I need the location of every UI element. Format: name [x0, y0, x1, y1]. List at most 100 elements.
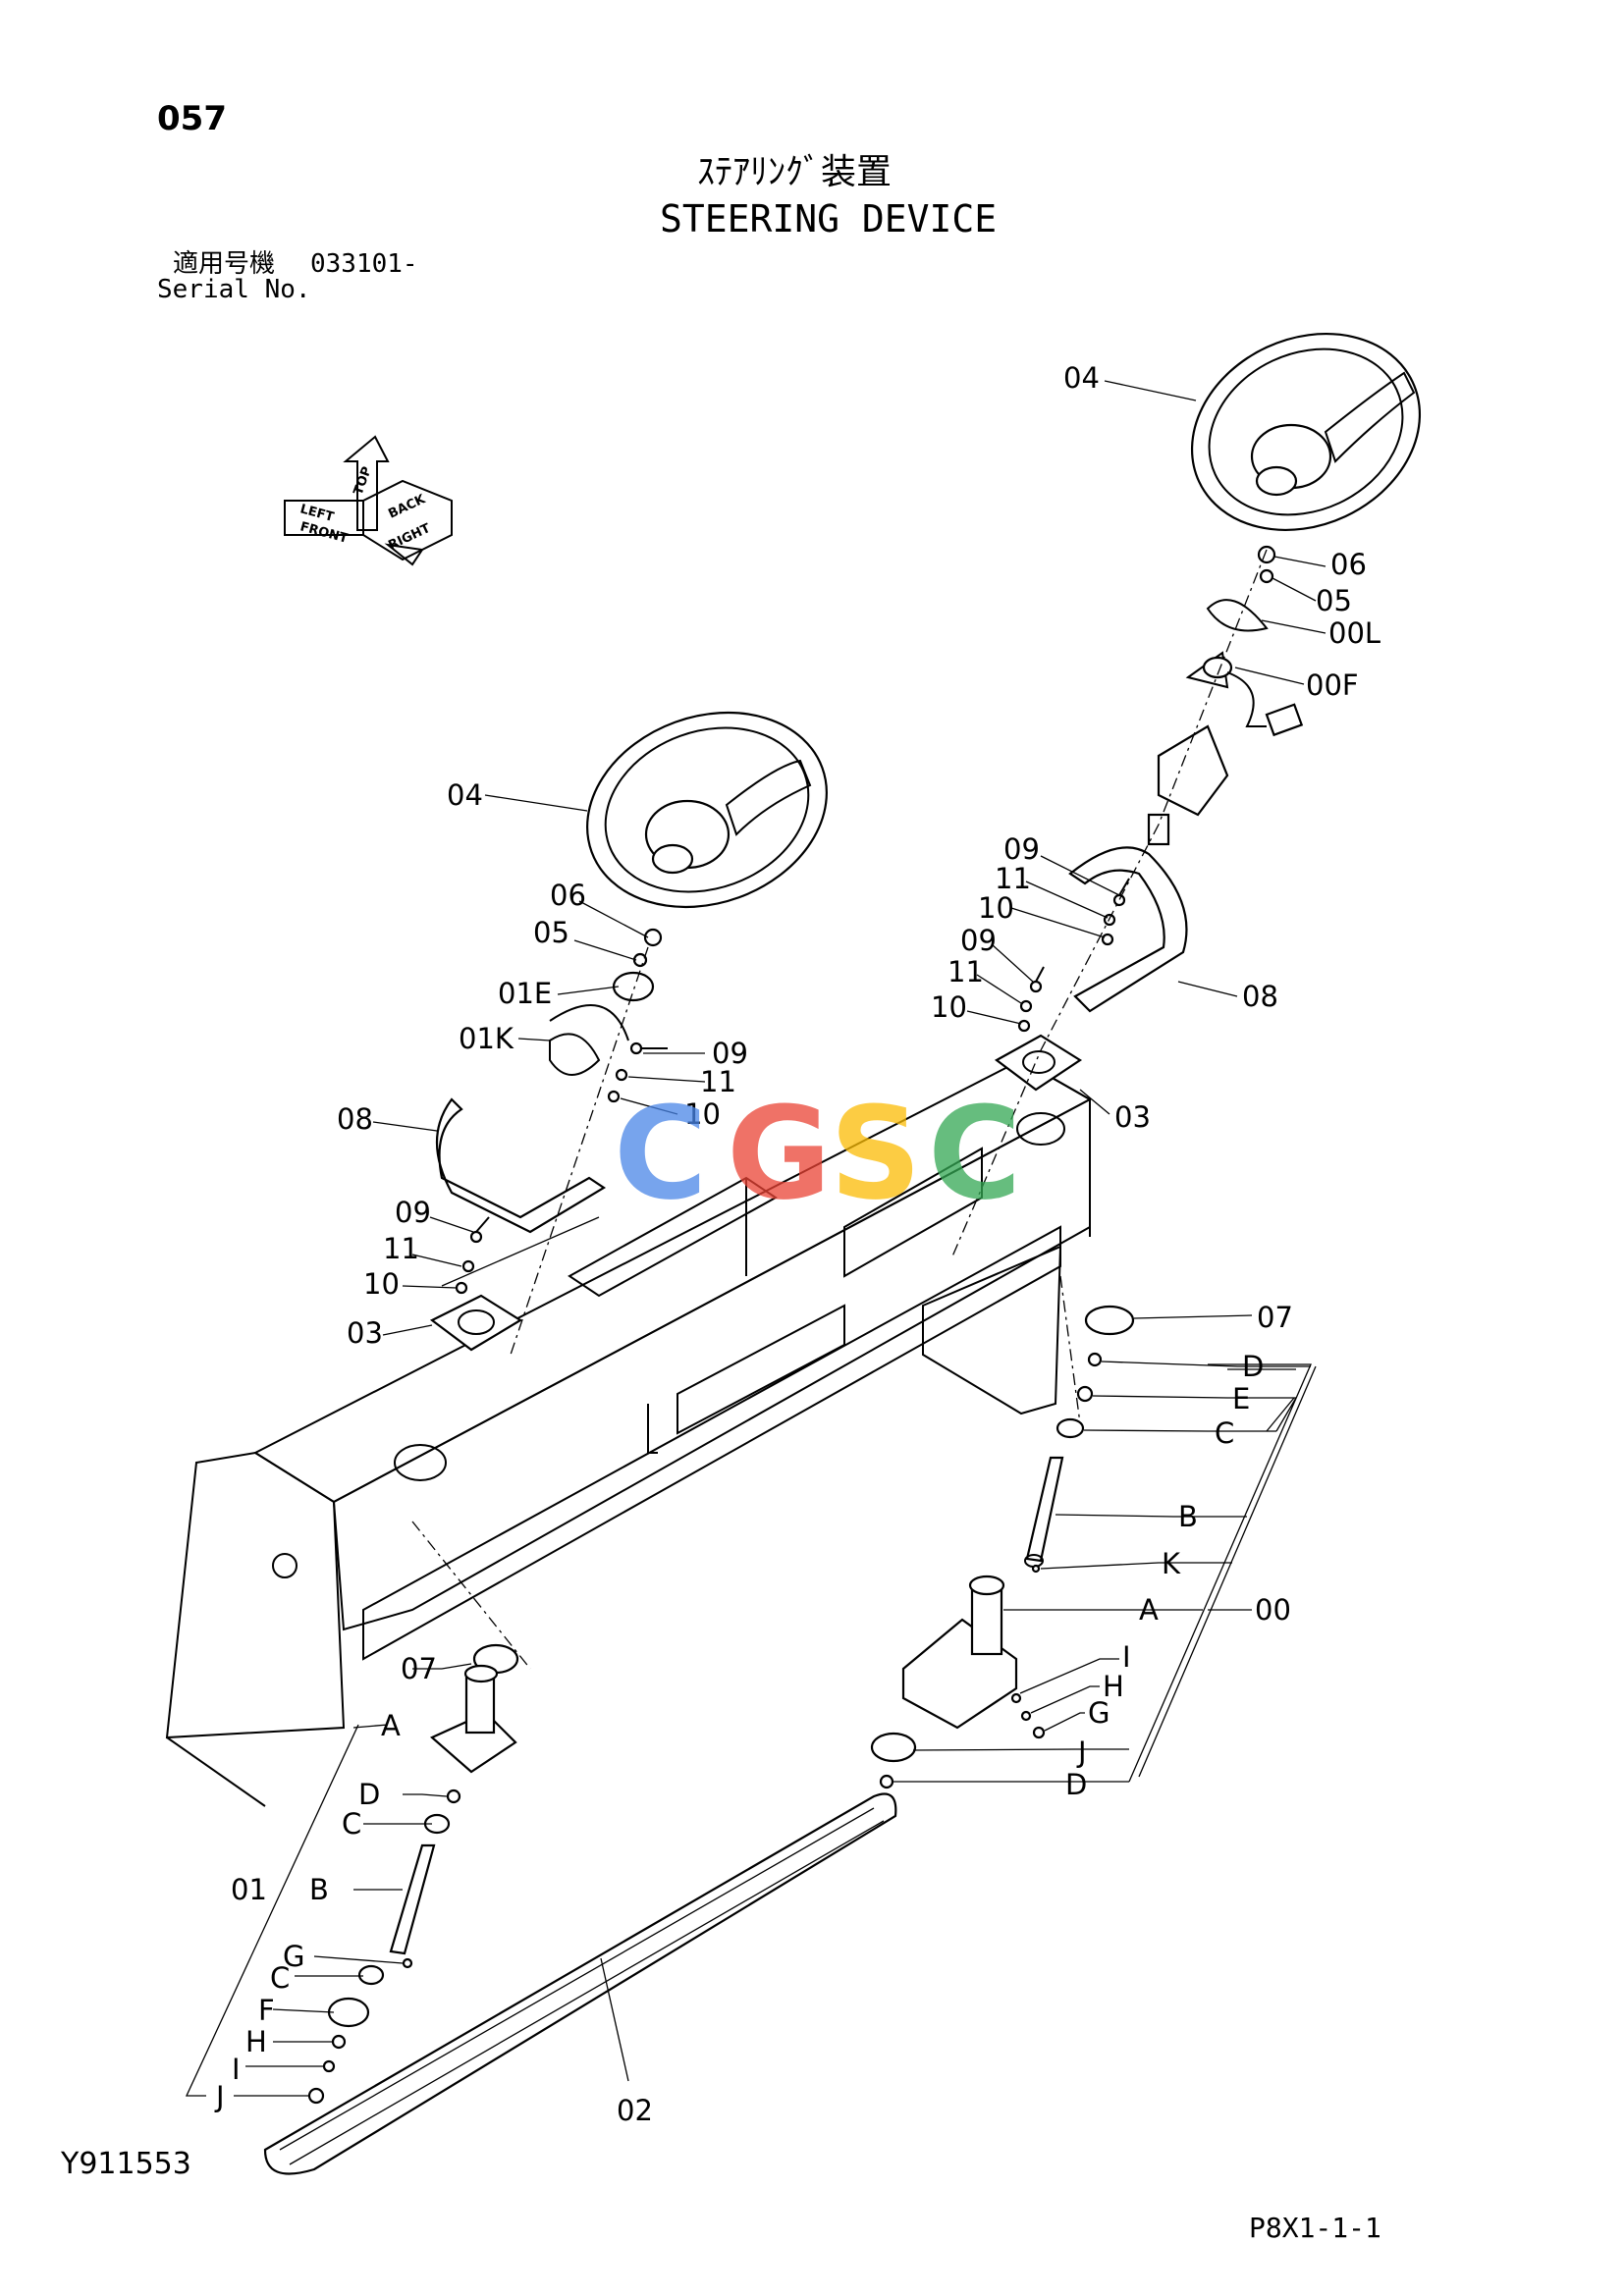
direction-front-label: FRONT — [298, 519, 350, 546]
callout-00: 00 — [1255, 1593, 1291, 1627]
shaft-b-left — [389, 1843, 436, 1955]
title-japanese: ｽﾃｱﾘﾝｸﾞ装置 — [697, 152, 893, 192]
key-k-right — [1031, 1564, 1041, 1574]
callout-d2-right: D — [1065, 1768, 1087, 1801]
callout-07-right: 07 — [1257, 1301, 1293, 1334]
washer-10-a — [607, 1090, 621, 1103]
callout-j-right: J — [1076, 1735, 1087, 1769]
switch-01E — [549, 971, 655, 1041]
callout-05-left: 05 — [533, 916, 569, 949]
direction-back-label: BACK — [386, 492, 428, 522]
washer-10-b — [455, 1281, 468, 1295]
mount-plate-03-left — [429, 1294, 523, 1352]
bearing-c2-left — [357, 1964, 385, 1986]
nut-j-left — [307, 2087, 325, 2105]
part-i-right — [1010, 1692, 1022, 1704]
callout-a-right: A — [1139, 1593, 1159, 1627]
callout-08-left: 08 — [337, 1102, 373, 1136]
callout-10-a: 10 — [684, 1097, 721, 1131]
callout-01: 01 — [231, 1873, 267, 1906]
console-housing — [165, 1058, 1093, 1807]
callout-09-c: 09 — [1003, 832, 1040, 866]
callout-11-a: 11 — [700, 1065, 736, 1098]
snap-ring-e-right — [1076, 1385, 1094, 1403]
serial-label: Serial No. — [157, 275, 311, 304]
bearing-c-right — [1056, 1417, 1085, 1439]
callout-d-left: D — [358, 1778, 380, 1811]
callout-09-d: 09 — [960, 924, 997, 957]
3d-orientation-arrows-icon: TOP FRONT RIGHT BACK LEFT — [284, 435, 453, 566]
washer-11-d — [1019, 999, 1033, 1013]
center-line-left-lower — [411, 1521, 531, 1670]
callout-10-d: 10 — [931, 990, 967, 1024]
washer-h-left — [331, 2034, 347, 2050]
watermark-letter-2: G — [727, 1079, 832, 1228]
cable-00L — [1206, 599, 1269, 632]
direction-top-label: TOP — [352, 465, 375, 498]
callout-07-left: 07 — [401, 1652, 437, 1685]
page-title: STEERING DEVICE — [660, 197, 998, 240]
callout-00F: 00F — [1306, 668, 1359, 702]
callout-09-b: 09 — [395, 1196, 431, 1229]
oring-07-right — [1084, 1305, 1135, 1336]
grab-bar-08-left — [436, 1097, 607, 1234]
washer-05-right — [1259, 568, 1274, 584]
callout-10-b: 10 — [363, 1267, 400, 1301]
callout-11-d: 11 — [947, 955, 984, 988]
callout-g-right: G — [1088, 1696, 1110, 1730]
key-g-left — [402, 1957, 413, 1969]
drive-chain-02 — [263, 1792, 897, 2175]
column-a-right — [901, 1575, 1018, 1730]
callout-01K: 01K — [459, 1022, 514, 1055]
snap-ring-d-right — [1087, 1352, 1103, 1367]
callout-11-c: 11 — [995, 862, 1031, 895]
sprocket-f-left — [327, 1997, 370, 2028]
callout-h-right: H — [1103, 1670, 1124, 1703]
drawing-code: Y911553 — [61, 2147, 191, 2181]
callout-04-left: 04 — [447, 778, 483, 812]
washer-10-d — [1017, 1019, 1031, 1033]
mount-plate-03-right — [994, 1034, 1083, 1092]
callout-j-left: J — [214, 2080, 225, 2113]
shaft-b-right — [1024, 1456, 1064, 1568]
callout-09-a: 09 — [712, 1037, 748, 1070]
callout-a-left: A — [381, 1709, 401, 1742]
callout-d-right: D — [1242, 1350, 1264, 1383]
horn-switch-00F — [1185, 651, 1304, 737]
nut-06-left — [643, 928, 663, 947]
washer-i-left — [322, 2059, 336, 2073]
callout-03-left: 03 — [347, 1316, 383, 1350]
callout-08-right: 08 — [1242, 980, 1278, 1013]
callout-g-left: G — [283, 1940, 304, 1973]
callout-e-right: E — [1232, 1382, 1250, 1415]
callout-02: 02 — [617, 2094, 653, 2127]
grab-bar-08-right — [1068, 846, 1188, 1013]
callout-i-left: I — [232, 2053, 241, 2086]
sprocket-j-right — [870, 1732, 917, 1763]
callout-i-right: I — [1122, 1640, 1131, 1674]
watermark-logo: C G S C — [614, 1079, 1021, 1228]
steering-wheel-right — [1190, 332, 1422, 532]
callout-06-right: 06 — [1330, 548, 1367, 581]
bolt-09-d — [1029, 966, 1045, 993]
callout-k-right: K — [1162, 1547, 1181, 1580]
washer-11-a — [615, 1068, 628, 1082]
callout-04-right: 04 — [1063, 361, 1100, 395]
serial-number-value: 033101- — [310, 249, 418, 279]
callout-01E: 01E — [498, 977, 552, 1010]
watermark-letter-3: S — [830, 1079, 922, 1228]
callout-03-right: 03 — [1114, 1100, 1151, 1134]
part-h-right — [1020, 1710, 1032, 1722]
callout-06-left: 06 — [550, 879, 586, 912]
serial-label-japanese: 適用号機 — [173, 249, 276, 279]
callout-b-right: B — [1178, 1500, 1198, 1533]
bolt-09-c — [1112, 878, 1130, 907]
combination-switch — [1147, 724, 1229, 846]
snap-ring-d-left — [446, 1789, 461, 1804]
callout-h-left: H — [245, 2025, 267, 2058]
page-number: 057 — [157, 99, 227, 138]
washer-10-c — [1101, 933, 1114, 946]
bolt-09-b — [469, 1216, 490, 1244]
bolt-09-a — [629, 1041, 668, 1055]
